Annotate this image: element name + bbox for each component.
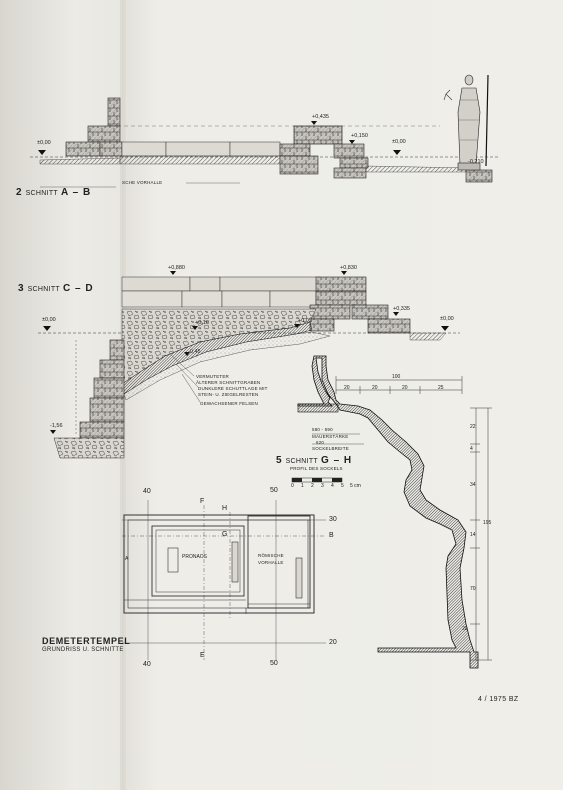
section-g-h-subtitle: PROFIL DES SOCKELS	[290, 466, 343, 471]
legend-schnittgraben: VERMUTETER ÄLTERER SCHNITTGRABEN	[196, 374, 260, 385]
elev-cd-fill3: -0,45	[188, 349, 201, 355]
section-g-h-id: G – H	[321, 455, 353, 466]
elev-cd-fill1: +0,10	[195, 320, 209, 326]
grid-letter-f: F	[200, 498, 205, 505]
elev-ab-mid: +0,150	[351, 133, 368, 139]
elev-ab-low: -0,210	[468, 159, 484, 165]
elev-ab-top: +0,435	[312, 114, 329, 120]
grid-right-20: 20	[329, 639, 337, 646]
scale-tick-0: 0	[291, 483, 294, 489]
elev-cd-top-left: +0,880	[168, 265, 185, 271]
grid-bottom-40: 40	[143, 661, 151, 668]
scale-tick-4: 4	[331, 483, 334, 489]
dim-right-3: 34	[470, 482, 476, 488]
dim-right-total: 195	[483, 520, 492, 526]
elev-ab-left: ±0,00	[37, 140, 51, 146]
dim-right-2: 4	[470, 446, 473, 452]
vorhalle-label: SCHE VORHALLE	[122, 180, 163, 185]
section-a-b-title: 2 SCHNITT A – B	[16, 187, 91, 198]
grid-letter-g: G	[222, 531, 228, 538]
page-number: 4 / 1975 BZ	[478, 696, 519, 703]
elev-cd-left: ±0,00	[42, 317, 56, 323]
sockelbreite-label: SOCKELBREITE	[312, 446, 349, 451]
elev-cd-right: ±0,00	[440, 316, 454, 322]
dim-top-3: 20	[402, 385, 408, 391]
section-g-h-profile	[291, 355, 492, 669]
dim-right-1: 22	[470, 424, 476, 430]
plan-label-pronaos: PRONAOS	[182, 554, 208, 560]
elev-cd-fill2: +0,05	[298, 318, 312, 324]
statue-figure	[443, 74, 489, 171]
dim-right-4: 14	[470, 532, 476, 538]
mauerstaerke-value: 580 - 590	[312, 427, 333, 432]
dim-top-1: 20	[344, 385, 350, 391]
floor-plan-drawing	[122, 500, 326, 660]
plan-label-vorhalle: VORHALLE	[258, 560, 284, 565]
dim-top-2: 20	[372, 385, 378, 391]
legend-schnittgraben-2: ÄLTERER SCHNITTGRABEN	[196, 379, 261, 385]
plan-label-roemische: RÖMISCHE	[258, 553, 284, 558]
elev-cd-top-right: +0,830	[340, 265, 357, 271]
legend-schuttlage-2: STEIN- U. ZIEGELRESTEN	[198, 391, 259, 397]
scale-tick-3: 3	[321, 483, 324, 489]
grid-bottom-50: 50	[270, 660, 278, 667]
section-a-b-id: A – B	[61, 187, 92, 198]
plan-subtitle: GRUNDRISS U. SCHNITTE	[42, 647, 124, 653]
section-c-d-word: SCHNITT	[27, 286, 61, 293]
section-a-b-drawing	[30, 74, 500, 188]
scale-unit: 5 cm	[350, 483, 361, 489]
grid-top-40: 40	[143, 488, 151, 495]
section-c-d-title: 3 SCHNITT C – D	[18, 283, 94, 294]
elev-cd-bottom: -1,56	[50, 423, 63, 429]
plan-label-a: A	[125, 556, 129, 562]
dim-right-6: 20	[462, 626, 468, 632]
scale-tick-1: 1	[301, 483, 304, 489]
mauerstaerke-label: MAUERSTÄRKE	[312, 434, 349, 439]
plan-title: DEMETERTEMPEL	[42, 636, 131, 646]
section-g-h-number: 5	[276, 455, 283, 466]
scale-tick-5: 5	[341, 483, 344, 489]
legend-schnittgraben-1: VERMUTETER	[196, 374, 230, 379]
section-c-d-number: 3	[18, 283, 25, 294]
dim-right-5: 70	[470, 586, 476, 592]
legend-schuttlage-1: DUNKLERE SCHUTTLAGE MIT	[198, 386, 268, 391]
section-a-b-word: SCHNITT	[25, 190, 59, 197]
scale-tick-2: 2	[311, 483, 314, 489]
section-c-d-id: C – D	[63, 283, 94, 294]
sockelbreite-value: 620	[316, 440, 325, 445]
section-g-h-word: SCHNITT	[285, 458, 319, 465]
section-g-h-title: 5 SCHNITT G – H	[276, 455, 352, 466]
legend-felsen: GEWACHSENER FELSEN	[200, 401, 258, 406]
section-c-d-drawing	[38, 271, 460, 459]
elev-ab-right: ±0,00	[392, 139, 406, 145]
grid-top-50: 50	[270, 487, 278, 494]
dim-top-4: 25	[438, 385, 444, 391]
grid-letter-h: H	[222, 505, 228, 512]
elev-cd-step: +0,335	[393, 306, 410, 312]
dim-top-total: 100	[392, 374, 401, 380]
grid-letter-e: E	[200, 652, 205, 659]
section-a-b-number: 2	[16, 187, 23, 198]
grid-right-30: 30	[329, 516, 337, 523]
grid-letter-b: B	[329, 532, 334, 539]
legend-schuttlage: DUNKLERE SCHUTTLAGE MIT STEIN- U. ZIEGEL…	[198, 386, 268, 397]
